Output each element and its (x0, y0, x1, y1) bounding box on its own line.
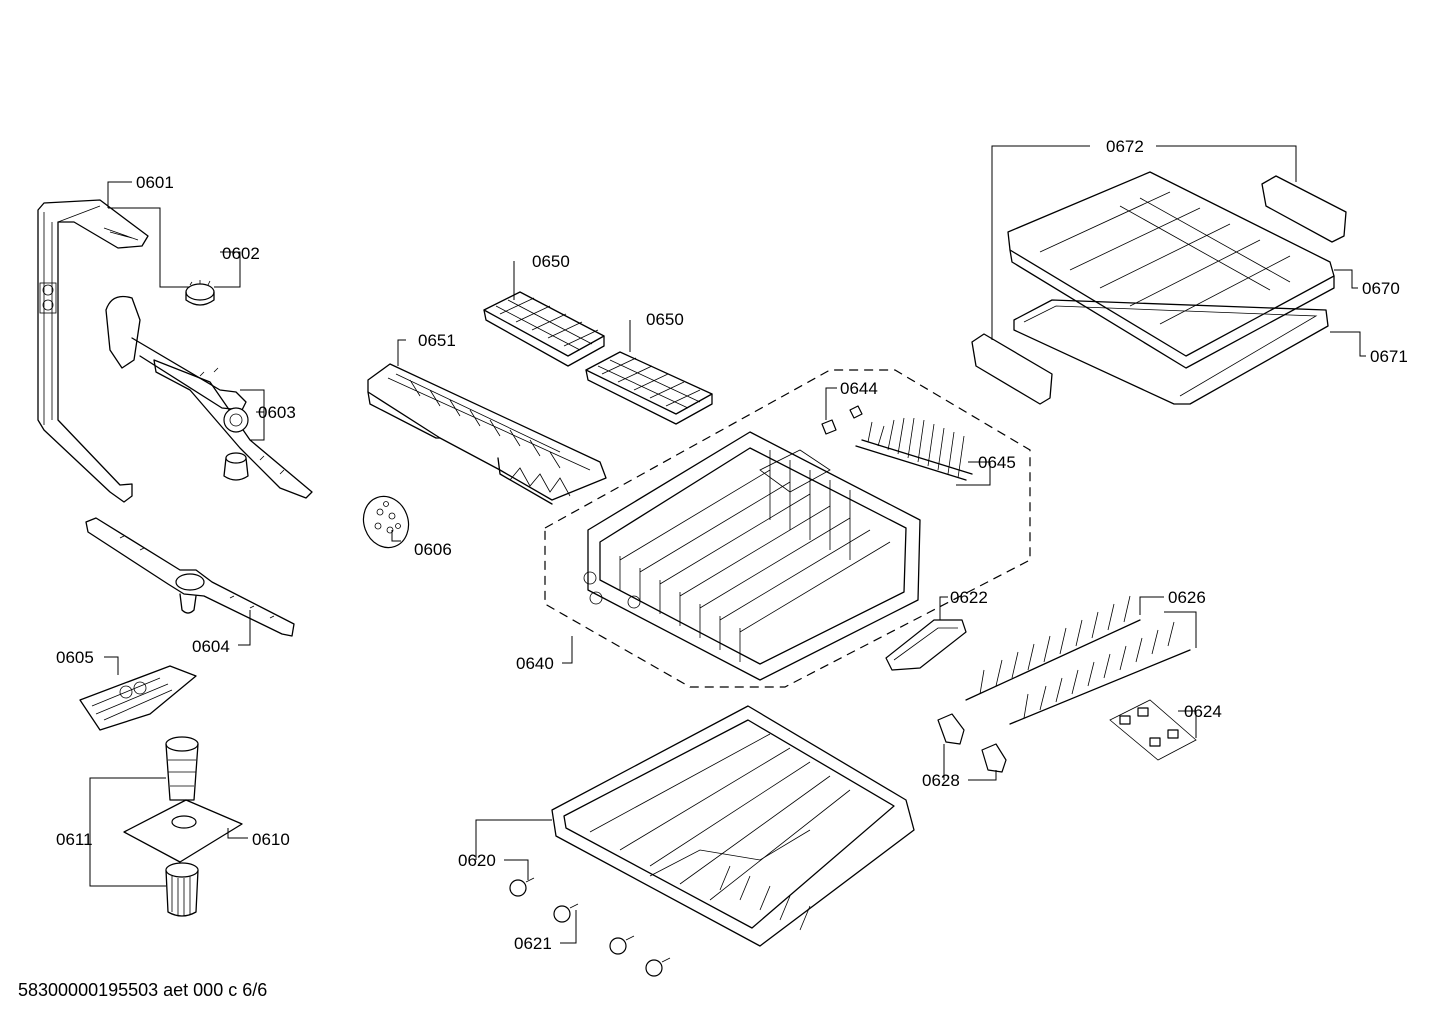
label-0672: 0672 (1106, 137, 1144, 156)
label-0601: 0601 (136, 173, 174, 192)
label-0644: 0644 (840, 379, 878, 398)
cutlery-basket-drawing (367, 363, 607, 505)
basket-handle-drawing (885, 619, 967, 671)
label-0671: 0671 (1370, 347, 1408, 366)
label-0620: 0620 (458, 851, 496, 870)
label-0624: 0624 (1184, 702, 1222, 721)
label-0650-top: 0650 (532, 252, 570, 271)
lower-basket-drawing (551, 705, 915, 947)
label-0603: 0603 (258, 403, 296, 422)
label-0650-bottom: 0650 (646, 310, 684, 329)
tine-rack-large-drawing (965, 595, 1191, 725)
leader-lines (89, 145, 1366, 944)
nut-drawing (185, 280, 215, 306)
filter-disc-drawing (362, 495, 410, 549)
roller-bracket-drawing (937, 713, 1007, 773)
label-0605: 0605 (56, 648, 94, 667)
cutlery-insert-b-drawing (585, 351, 713, 425)
label-0604: 0604 (192, 637, 230, 656)
basket-wheels-drawing (509, 877, 671, 977)
filter-assembly-drawing (123, 736, 243, 917)
label-0621: 0621 (514, 934, 552, 953)
label-0670: 0670 (1362, 279, 1400, 298)
supply-pipe-drawing (37, 199, 149, 503)
lower-spray-arm-drawing (85, 517, 295, 637)
label-0611: 0611 (56, 830, 93, 849)
label-0651: 0651 (418, 331, 456, 350)
label-0640: 0640 (516, 654, 554, 673)
label-0626: 0626 (1168, 588, 1206, 607)
label-0610: 0610 (252, 830, 290, 849)
clip-drawing (821, 405, 863, 435)
label-0622: 0622 (950, 588, 988, 607)
fine-filter-drawing (79, 665, 197, 731)
upper-spray-arm-drawing (105, 295, 313, 499)
label-0606: 0606 (414, 540, 452, 559)
cutlery-insert-a-drawing (483, 291, 605, 367)
label-0602: 0602 (222, 244, 260, 263)
cutlery-drawer-drawing (971, 171, 1347, 405)
tine-rack-small-drawing (855, 417, 973, 481)
upper-basket-drawing (583, 431, 921, 681)
upper-basket-group-outline (544, 369, 1031, 688)
clip-set-drawing (1109, 699, 1197, 761)
label-0628: 0628 (922, 771, 960, 790)
part-labels: 0601 0602 0603 0604 0605 0606 0610 0611 … (56, 137, 1408, 953)
document-id: 58300000195503 aet 000 c 6/6 (18, 980, 268, 1000)
drawer-rail-frame-drawing (1013, 299, 1329, 405)
label-0645: 0645 (978, 453, 1016, 472)
